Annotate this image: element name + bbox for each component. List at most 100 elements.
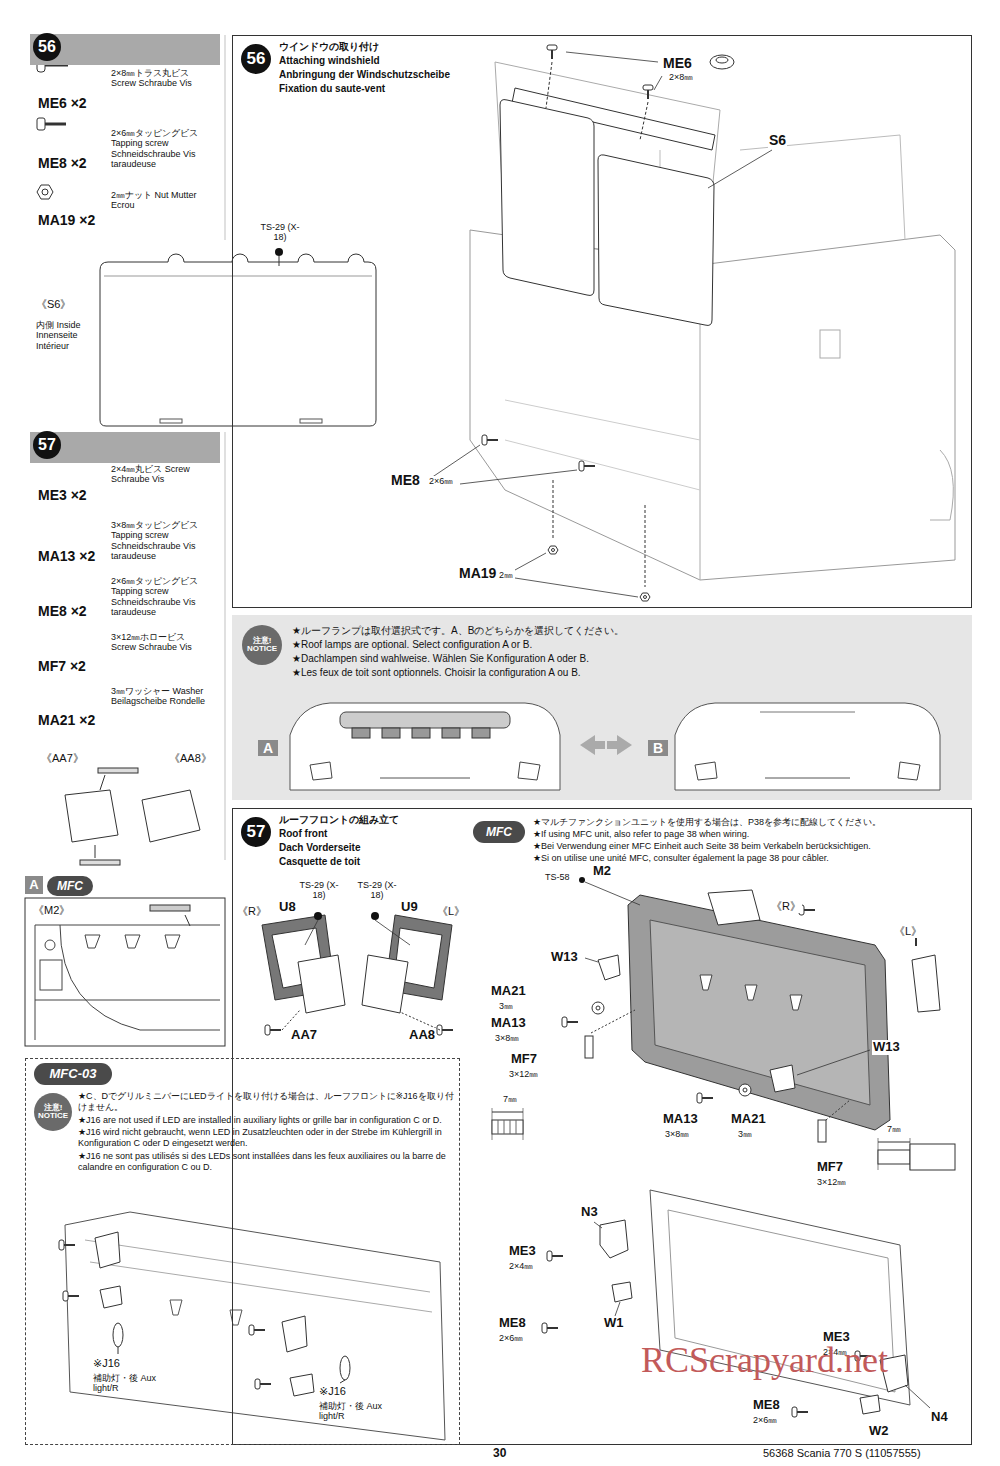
mfc-badge: MFC [473, 821, 525, 843]
part-description: 2×4㎜丸ビス Screw Schraube Vis [110, 464, 207, 485]
option-badge: A [25, 876, 43, 894]
callout: AA7 [290, 1028, 318, 1043]
step-band: 57 [30, 432, 220, 463]
callout: M2 [592, 864, 612, 879]
notice-text: ★Dachlampen sind wahlweise. Wählen Sie K… [292, 653, 962, 666]
step-title: ウインドウの取り付け [279, 41, 479, 54]
part-name: 《R》 [770, 900, 802, 913]
notice-text: ★ルーフランプは取付選択式です。A、Bのどちらかを選択してください。 [292, 625, 962, 638]
callout: ME8 [752, 1398, 781, 1413]
part-code: ME6 ×2 [37, 95, 88, 111]
part-name: 《AA8》 [168, 752, 213, 765]
notice-badge: 注意! NOTICE [34, 1093, 72, 1131]
note-text: ★Si on utilise une unité MFC, consulter … [533, 853, 965, 864]
part-name: 《S6》 [35, 298, 72, 311]
note-text: ★J16 ne sont pas utilisés si des LEDs so… [78, 1151, 454, 1174]
part-description: 2×6㎜タッピングビス Tapping screw Schneidschraub… [110, 128, 212, 169]
part-code: MA21 ×2 [37, 712, 96, 728]
mfc-badge: MFC [47, 876, 93, 896]
step-title: Roof front [279, 828, 479, 841]
mfc-note: MFC★マルチファンクションユニットを使用する場合は、P38を参考に配線してくだ… [473, 817, 968, 873]
part-description: 3×8㎜タッピングビス Tapping screw Schneidschraub… [110, 520, 212, 561]
paint-code: TS-29 (X-18) [356, 880, 398, 901]
mfc03-note: MFC-03注意! NOTICE★C、DでグリルミニバーにLEDライトを取り付け… [25, 1058, 460, 1445]
part-code: ※J16 [92, 1357, 121, 1370]
paint-code: TS-29 (X-18) [298, 880, 340, 901]
callout: W2 [868, 1424, 890, 1439]
part-code: ME8 ×2 [37, 155, 88, 171]
option-badge: B [648, 740, 668, 756]
callout: ME8 [390, 472, 421, 488]
dimension: 2×6㎜ [498, 1333, 524, 1343]
callout: ME3 [508, 1244, 537, 1259]
callout: MA13 [662, 1112, 699, 1127]
page-number: 30 [492, 1447, 507, 1461]
dimension: 2×6㎜ [428, 476, 454, 486]
callout: MF7 [816, 1160, 844, 1175]
dimension: 2×4㎜ [508, 1261, 534, 1271]
dimension: 3×12㎜ [816, 1177, 847, 1187]
product-code: 56368 Scania 770 S (11057555) [762, 1447, 922, 1460]
dimension: 3㎜ [498, 1001, 514, 1011]
view-note: 内側 Inside Innenseite Intérieur [35, 320, 97, 351]
part-description: 2×8㎜トラス丸ビス Screw Schraube Vis [110, 68, 212, 89]
notice-text: ★Roof lamps are optional. Select configu… [292, 639, 962, 652]
callout: MA19 [458, 565, 497, 581]
paint-code: TS-29 (X-18) [258, 222, 302, 243]
dimension: 3×8㎜ [664, 1129, 690, 1139]
step-panel: 56ウインドウの取り付けAttaching windshieldAnbringu… [232, 35, 972, 608]
callout: W13 [550, 950, 579, 965]
step-title: Fixation du saute-vent [279, 83, 479, 96]
notice-band: 注意! NOTICE ★ルーフランプは取付選択式です。A、Bのどちらかを選択してく… [232, 615, 972, 800]
note-text: ★If using MFC unit, also refer to page 3… [533, 829, 965, 840]
dimension: 2㎜ [498, 570, 514, 580]
notice-badge: 注意! NOTICE [242, 625, 282, 665]
part-description: 3㎜ワッシャー Washer Beilagscheibe Rondelle [110, 686, 207, 707]
step-title: Casquette de toit [279, 856, 479, 869]
step-band: 56 [30, 34, 220, 65]
dimension: 2×6㎜ [752, 1415, 778, 1425]
note-text: ★J16 are not used if LED are installed i… [78, 1115, 454, 1126]
option-badge: A [258, 740, 278, 756]
part-code: MA13 ×2 [37, 548, 96, 564]
callout: N4 [930, 1410, 949, 1425]
step-title: Anbringung der Windschutzscheibe [279, 69, 479, 82]
step-title: ルーフフロントの組み立て [279, 814, 479, 827]
callout: ME8 [498, 1316, 527, 1331]
part-description: 2×6㎜タッピングビス Tapping screw Schneidschraub… [110, 576, 212, 617]
step-number: 56 [33, 33, 61, 61]
part-name: 《M2》 [33, 904, 70, 918]
part-description: 3×12㎜ホロービス Screw Schraube Vis [110, 632, 207, 653]
callout: MA21 [490, 984, 527, 999]
note-text: ★C、DでグリルミニバーにLEDライトを取り付ける場合は、ルーフフロントに※J1… [78, 1091, 454, 1114]
callout: W13 [872, 1040, 901, 1055]
callout: U8 [278, 900, 297, 915]
part-code: MF7 ×2 [37, 658, 87, 674]
step-title: Attaching windshield [279, 55, 479, 68]
dimension: 7㎜ [502, 1094, 518, 1104]
part-description: 補助灯・後 Aux light/R [318, 1401, 392, 1422]
part-description: 2㎜ナット Nut Mutter Ecrou [110, 190, 202, 211]
callout: U9 [400, 900, 419, 915]
note-text: ★J16 wird nicht gebraucht, wenn LED in Z… [78, 1127, 454, 1150]
part-name: 《AA7》 [40, 752, 85, 765]
dimension: 7㎜ [886, 1124, 902, 1134]
callout: S6 [768, 132, 787, 148]
part-code: MA19 ×2 [37, 212, 96, 228]
step-number: 57 [241, 817, 271, 847]
part-code: ME8 ×2 [37, 603, 88, 619]
dimension: 3×8㎜ [494, 1033, 520, 1043]
part-description: 補助灯・後 Aux light/R [92, 1373, 166, 1394]
step-number: 57 [33, 431, 61, 459]
step-title: Dach Vorderseite [279, 842, 479, 855]
notice-text: ★Les feux de toit sont optionnels. Chois… [292, 667, 962, 680]
option-panel: AMFC 《M2》 [25, 876, 225, 1046]
part-name: 《L》 [893, 925, 923, 938]
part-name: 《L》 [436, 905, 466, 918]
dimension: 3㎜ [737, 1129, 753, 1139]
dimension: 3×12㎜ [508, 1069, 539, 1079]
part-code: ※J16 [318, 1385, 347, 1398]
part-name: 《R》 [236, 905, 268, 918]
callout: W1 [603, 1316, 625, 1331]
